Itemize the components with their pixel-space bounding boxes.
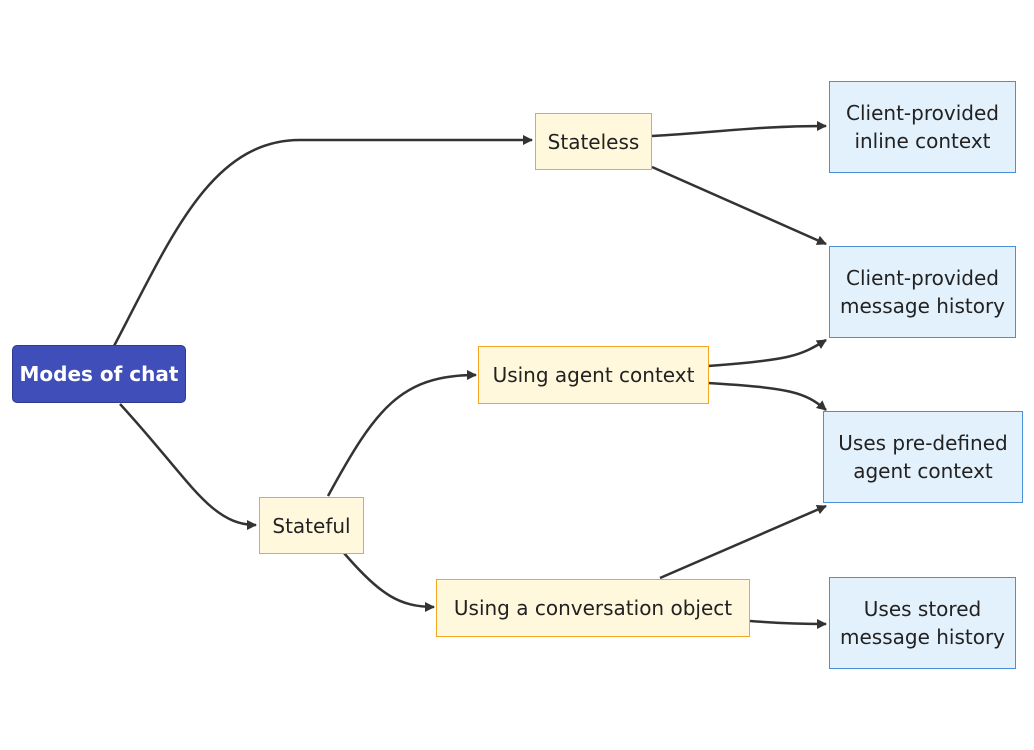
edge-stateless-to-message-history	[651, 165, 827, 246]
edge-stateful-to-agent-context	[326, 370, 477, 497]
node-client-provided-message-history: Client-provided message history	[829, 246, 1016, 338]
edge-agent-context-to-message-history	[707, 338, 827, 368]
node-client-provided-inline-context: Client-provided inline context	[829, 81, 1016, 173]
node-modes-of-chat: Modes of chat	[12, 345, 186, 403]
node-uses-stored-message-history: Uses stored message history	[829, 577, 1016, 669]
edge-root-to-stateless	[112, 135, 533, 347]
node-using-agent-context: Using agent context	[478, 346, 709, 404]
edge-agent-context-to-predefined-context	[707, 381, 827, 411]
edge-conversation-object-to-stored-history	[749, 618, 827, 629]
node-stateless: Stateless	[535, 113, 652, 170]
node-uses-predefined-agent-context: Uses pre-defined agent context	[823, 411, 1023, 503]
edge-conversation-object-to-predefined-context	[659, 504, 827, 580]
edge-root-to-stateful	[119, 403, 257, 530]
node-using-conversation-object: Using a conversation object	[436, 579, 750, 637]
edge-stateless-to-inline-context	[651, 121, 827, 138]
edge-stateful-to-conversation-object	[343, 552, 435, 612]
node-stateful: Stateful	[259, 497, 364, 554]
